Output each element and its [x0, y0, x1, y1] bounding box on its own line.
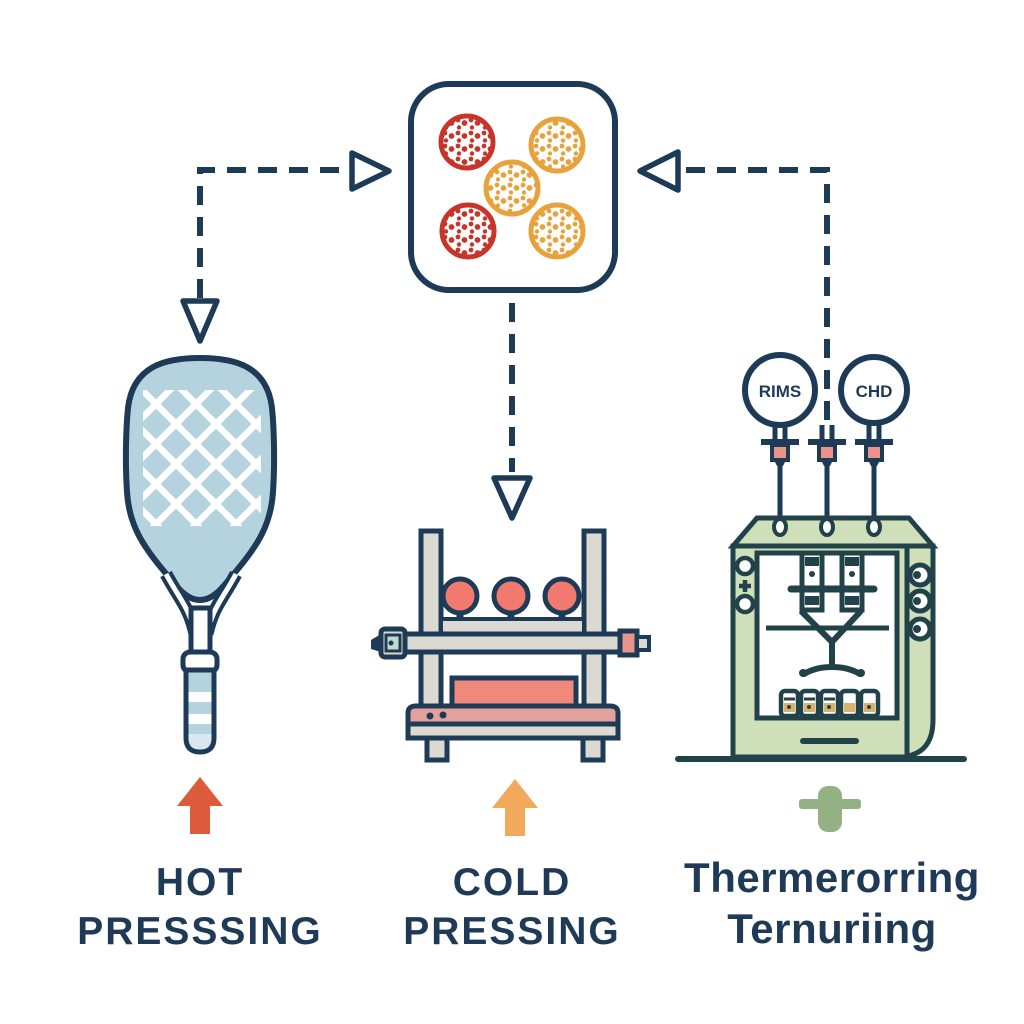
paddle-neck	[188, 605, 213, 657]
thermoforming-label-line2: Ternuriing	[727, 905, 937, 952]
paddle-illustration	[122, 354, 278, 755]
arrowhead-left-icon	[637, 149, 681, 193]
arrow-machine-to-box	[637, 149, 830, 424]
particle-orange-3	[528, 202, 586, 260]
side-buttons	[907, 562, 933, 642]
arrowhead-right-icon	[349, 150, 392, 192]
particle-orange-2	[483, 159, 541, 217]
machine-interior	[766, 550, 889, 677]
press-left-post	[418, 528, 444, 710]
thermoforming-illustration: RIMS CHD	[675, 352, 967, 762]
press-knobs	[440, 576, 582, 620]
thermoforming-label-line1: Thermerorring	[684, 854, 980, 901]
gauge-chd-label: CHD	[856, 382, 893, 401]
gauge-rims: RIMS	[742, 352, 818, 428]
thermoforming-label: Thermerorring Ternuriing	[656, 852, 1008, 954]
press-illustration	[371, 528, 651, 763]
particle-red-2	[439, 202, 497, 260]
thermo-mark-icon	[799, 786, 861, 832]
press-right-post	[581, 528, 607, 710]
paddle-grip	[183, 667, 217, 755]
feed-stems	[761, 425, 893, 522]
particle-red-1	[438, 113, 496, 171]
hot-pressing-label: HOT PRESSSING	[30, 858, 370, 956]
arrowhead-down-icon	[180, 298, 220, 344]
hot-pressing-label-line1: HOT	[155, 861, 245, 904]
gauge-rims-label: RIMS	[759, 382, 802, 401]
cold-pressing-label: COLD PRESSING	[342, 858, 682, 956]
cold-up-arrow-icon	[492, 779, 538, 836]
press-base	[405, 703, 621, 763]
arrow-box-to-paddle	[180, 150, 392, 344]
gauge-chd: CHD	[838, 354, 910, 426]
cold-pressing-label-line2: PRESSING	[403, 910, 621, 953]
arrowhead-down-icon	[491, 475, 533, 521]
left-controls	[734, 555, 756, 615]
paddle-net	[143, 390, 261, 526]
hot-pressing-label-line2: PRESSSING	[77, 910, 323, 953]
material-box	[408, 81, 618, 293]
press-bar	[371, 626, 651, 660]
cold-pressing-label-line1: COLD	[452, 861, 572, 904]
particle-orange-1	[528, 116, 586, 174]
sample-boxes	[778, 688, 881, 719]
hot-up-arrow-icon	[177, 777, 223, 834]
arrow-box-to-press	[491, 303, 533, 521]
